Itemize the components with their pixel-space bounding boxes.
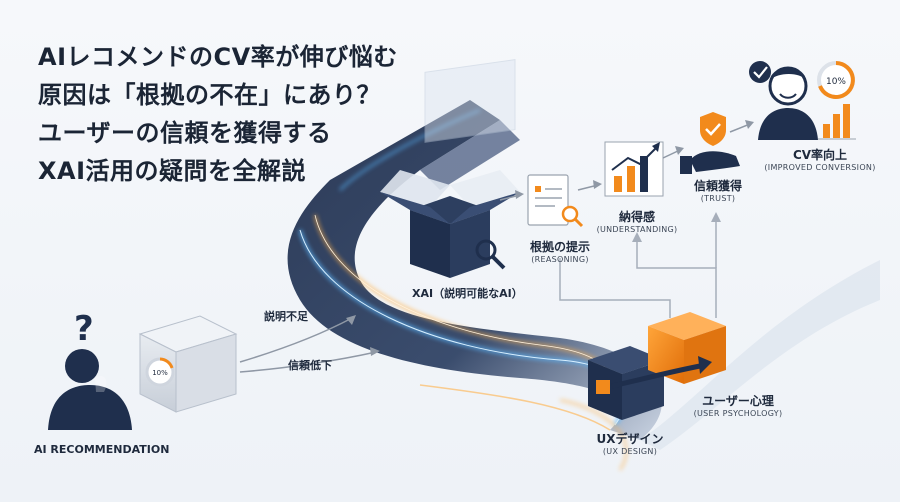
step-understanding-label: 納得感 — [618, 210, 656, 224]
start-label: AI RECOMMENDATION — [34, 443, 170, 456]
start-gauge-text: 10% — [152, 369, 168, 377]
chart-icon — [604, 141, 664, 197]
ux-design-sub: (UX DESIGN) — [602, 447, 658, 456]
cv-gauge-icon — [817, 61, 855, 99]
step-understanding-sub: (UNDERSTANDING) — [596, 225, 678, 234]
arrow-to-psychology-icon — [611, 356, 712, 389]
person-icon — [758, 66, 818, 140]
step-trust-sub: (TRUST) — [700, 194, 736, 203]
step-reasoning-sub: (REASONING) — [531, 255, 589, 264]
step-arrows — [499, 120, 754, 201]
headline-line-2: 原因は「根拠の不在」にあり？ — [38, 81, 381, 109]
shield-check-icon — [700, 112, 726, 146]
headline-line-1: AIレコメンドのCV率が伸び悩む — [38, 43, 398, 71]
user-psychology-cube-icon — [648, 312, 726, 384]
feedback-lines — [559, 212, 721, 318]
headline-line-4: XAI活用の疑問を全解説 — [38, 157, 307, 185]
cv-gauge-text: 10% — [826, 77, 846, 87]
step-trust-label: 信頼獲得 — [693, 179, 743, 193]
problem-arrows — [239, 315, 380, 373]
xai-box-icon — [380, 59, 520, 278]
hand-icon — [680, 151, 740, 174]
headline: AIレコメンドのCV率が伸び悩む 原因は「根拠の不在」にあり？ ユーザーの信頼を… — [38, 38, 398, 190]
flow-road — [287, 100, 880, 450]
user-psychology-label: ユーザー心理 — [702, 394, 774, 408]
step-reasoning-label: 根拠の提示 — [529, 240, 591, 254]
user-psychology-sub: (USER PSYCHOLOGY) — [693, 409, 783, 418]
low-trust-label: 信頼低下 — [288, 359, 332, 372]
step-cv-sub: (IMPROVED CONVERSION) — [764, 163, 876, 172]
check-icon — [749, 61, 771, 83]
xai-label: XAI（説明可能なAI） — [412, 287, 523, 300]
cv-bars-icon — [818, 104, 856, 140]
ux-design-label: UXデザイン — [596, 432, 664, 446]
no-explanation-label: 説明不足 — [264, 310, 308, 323]
question-icon: ? — [74, 309, 94, 349]
headline-line-3: ユーザーの信頼を獲得する — [38, 119, 332, 147]
magnifier-icon — [475, 239, 506, 270]
start-person-icon — [48, 349, 132, 430]
start-gauge-icon — [145, 357, 175, 387]
gray-box-icon — [138, 315, 238, 413]
reasoning-doc-icon — [527, 174, 584, 228]
step-cv-label: CV率向上 — [792, 148, 848, 162]
